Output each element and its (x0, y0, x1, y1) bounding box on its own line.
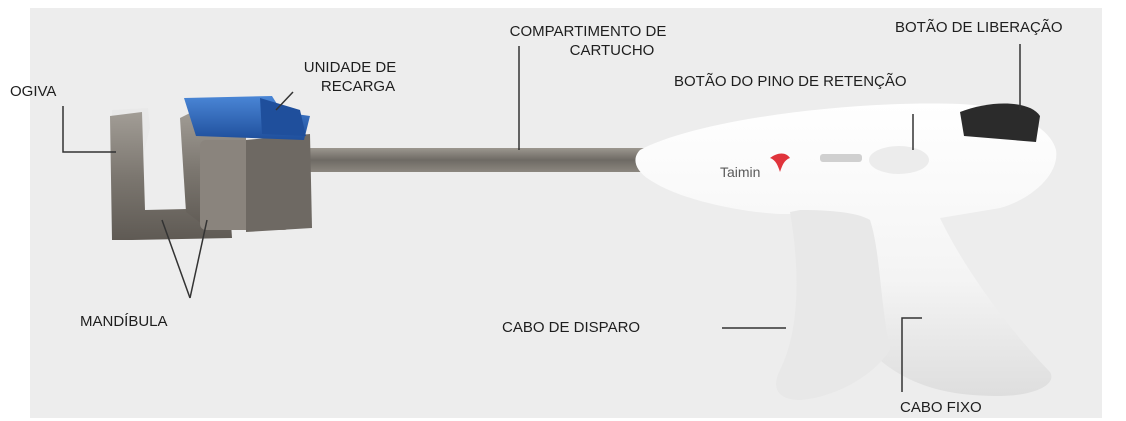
leader-mandibula-1 (161, 219, 191, 299)
label-cabo-fixo: CABO FIXO (900, 399, 982, 416)
jaw-assembly (110, 96, 312, 240)
brand-logo-text: Taimin (720, 164, 761, 180)
label-compartimento-line-1: COMPARTIMENTO DE (509, 23, 667, 40)
label-compartimento-line-2: CARTUCHO (569, 42, 655, 59)
label-unidade-recarga-line-1: UNIDADE DE (303, 59, 397, 76)
leader-mandibula-2 (189, 219, 208, 299)
label-mandibula: MANDÍBULA (80, 313, 168, 330)
label-botao-liberacao: BOTÃO DE LIBERAÇÃO (895, 19, 1063, 36)
leader-ogiva (62, 106, 116, 153)
leader-lines (62, 44, 1021, 392)
leader-cabo-fixo (901, 317, 922, 392)
label-unidade-recarga: UNIDADE DE RECARGA (300, 58, 400, 96)
leader-unidade-recarga (275, 91, 294, 111)
label-unidade-recarga-line-2: RECARGA (320, 78, 396, 95)
handle-body (635, 103, 1057, 400)
label-compartimento-cartucho: COMPARTIMENTO DE CARTUCHO (478, 22, 698, 60)
label-botao-pino-retencao: BOTÃO DO PINO DE RETENÇÃO (674, 73, 907, 90)
label-ogiva: OGIVA (10, 83, 57, 100)
label-cabo-disparo: CABO DE DISPARO (502, 319, 641, 336)
